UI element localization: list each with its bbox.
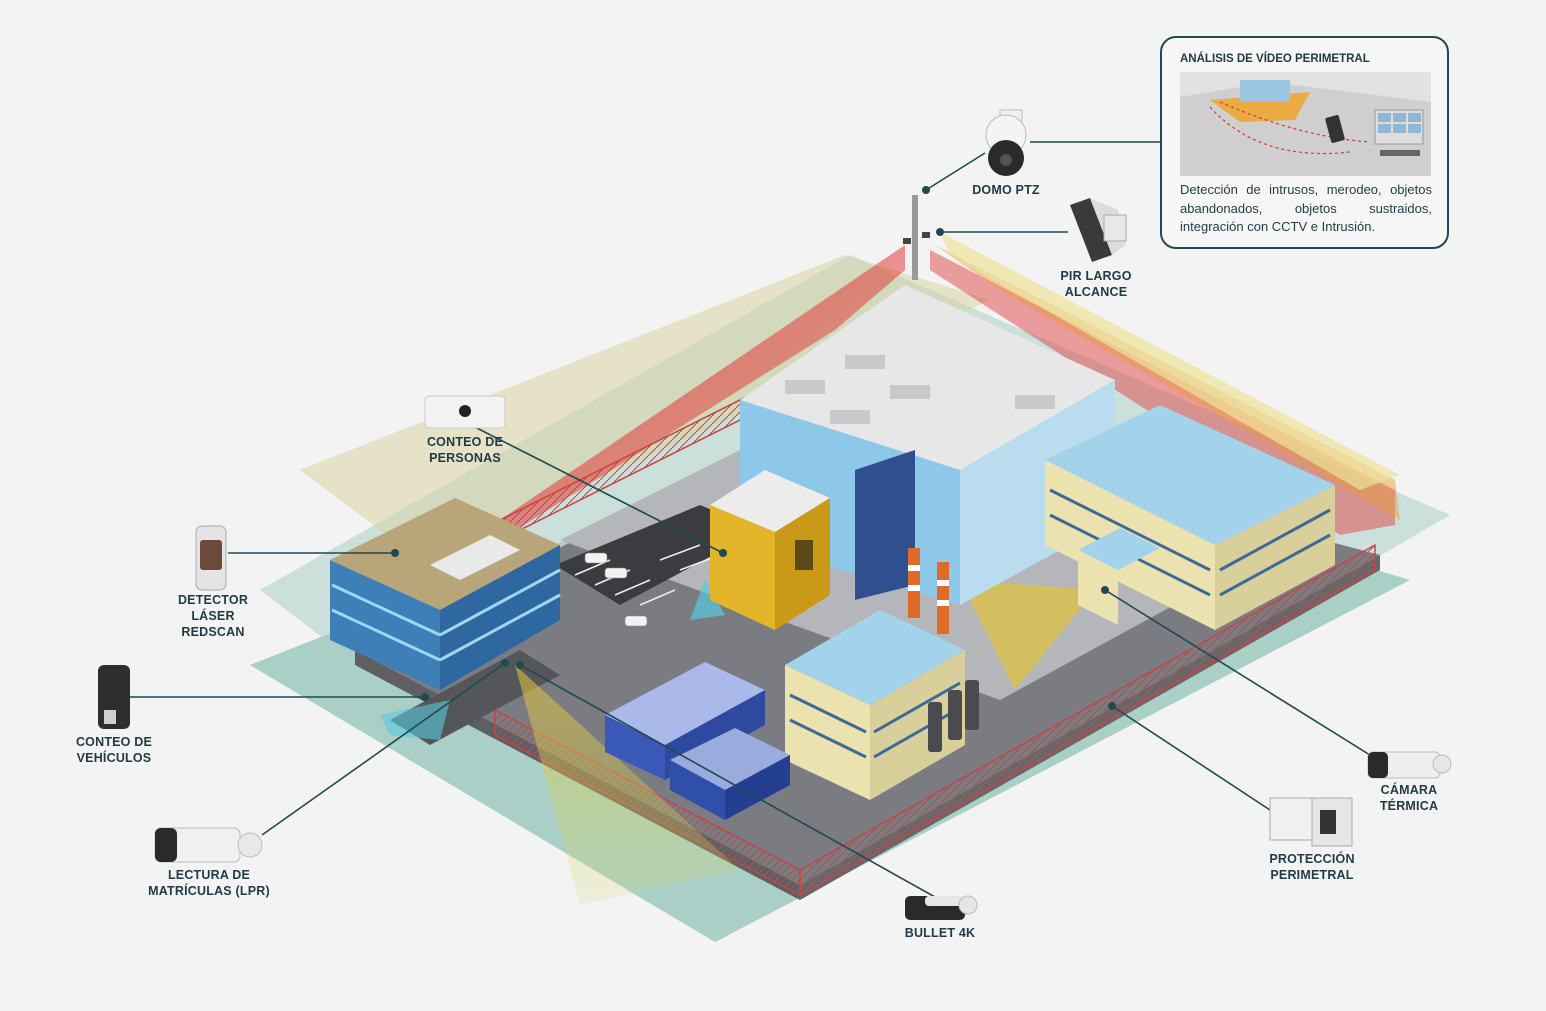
thermal-camera-icon (1367, 751, 1452, 779)
label-domo-ptz: DOMO PTZ (965, 182, 1047, 198)
tanks (928, 680, 979, 752)
label-bullet-4k: BULLET 4K (895, 925, 985, 941)
label-proteccion-line1: PROTECCIÓN (1269, 852, 1355, 866)
label-detector-laser-line2: REDSCAN (181, 625, 245, 639)
label-detector-laser: DETECTOR LÁSER REDSCAN (155, 592, 271, 640)
label-conteo-personas: CONTEO DE PERSONAS (420, 434, 510, 466)
bullet-4k-icon (905, 895, 978, 920)
pir-long-range-icon (1070, 198, 1127, 262)
label-conteo-vehiculos: CONTEO DE VEHÍCULOS (70, 734, 158, 766)
label-conteo-vehiculos-line2: VEHÍCULOS (76, 751, 152, 765)
thermal-coverage-cone (960, 580, 1095, 690)
people-counter-icon (424, 395, 506, 429)
label-lpr-line2: MATRÍCULAS (LPR) (148, 884, 270, 898)
label-lectura-matriculas: LECTURA DE MATRÍCULAS (LPR) (145, 867, 273, 899)
right-buildings (1045, 405, 1335, 630)
label-camara-termica-line2: TÉRMICA (1379, 799, 1439, 813)
label-detector-laser-line1: DETECTOR LÁSER (177, 593, 249, 623)
label-camara-termica-line1: CÁMARA (1380, 783, 1438, 797)
blue-warehouse (605, 662, 790, 820)
lpr-camera-icon (154, 827, 263, 863)
info-panel: ANÁLISIS DE VÍDEO PERIMETRAL Detección d… (1160, 36, 1449, 249)
label-lpr-line1: LECTURA DE (167, 868, 251, 882)
center-building (785, 610, 965, 800)
chimney-right (937, 562, 949, 634)
camera-pole (912, 195, 918, 280)
perimeter-protection-icon (1269, 797, 1353, 847)
label-conteo-personas-line1: CONTEO DE (426, 435, 504, 449)
dome-ptz-icon (985, 109, 1027, 176)
label-pir-largo-alcance: PIR LARGO ALCANCE (1052, 268, 1140, 300)
label-proteccion-perimetral: PROTECCIÓN PERIMETRAL (1262, 851, 1362, 883)
orange-beam (935, 245, 1400, 520)
fence-front-right (799, 543, 1376, 897)
perimeter-analysis-illustration (1180, 72, 1431, 176)
label-conteo-personas-line2: PERSONAS (429, 451, 501, 465)
chimney-left (908, 548, 920, 618)
label-domo-ptz-line1: DOMO PTZ (972, 183, 1040, 197)
people-counter-cone (690, 580, 725, 620)
label-pir-line1: PIR LARGO (1060, 269, 1132, 283)
office-building (330, 498, 561, 690)
vehicle-counter-icon (98, 665, 130, 729)
pole-camera-right (922, 232, 930, 238)
label-conteo-vehiculos-line1: CONTEO DE (75, 735, 153, 749)
leader-lines (130, 141, 1379, 898)
label-pir-line2: ALCANCE (1064, 285, 1128, 299)
bullet-coverage-cone (515, 665, 740, 905)
access-cyan-zone (380, 700, 450, 740)
label-bullet-4k-line1: BULLET 4K (904, 926, 976, 940)
label-proteccion-line2: PERIMETRAL (1270, 868, 1354, 882)
pole-camera-left (903, 238, 911, 244)
label-camara-termica: CÁMARA TÉRMICA (1365, 782, 1453, 814)
red-beam-left (500, 245, 905, 540)
yellow-beam (940, 232, 1400, 490)
info-panel-title: ANÁLISIS DE VÍDEO PERIMETRAL (1180, 53, 1370, 65)
info-panel-description: Detección de intrusos, merodeo, objetos … (1180, 182, 1432, 234)
leader-dots (391, 186, 1116, 710)
laser-detector-icon (195, 525, 227, 591)
yellow-block (710, 470, 830, 630)
